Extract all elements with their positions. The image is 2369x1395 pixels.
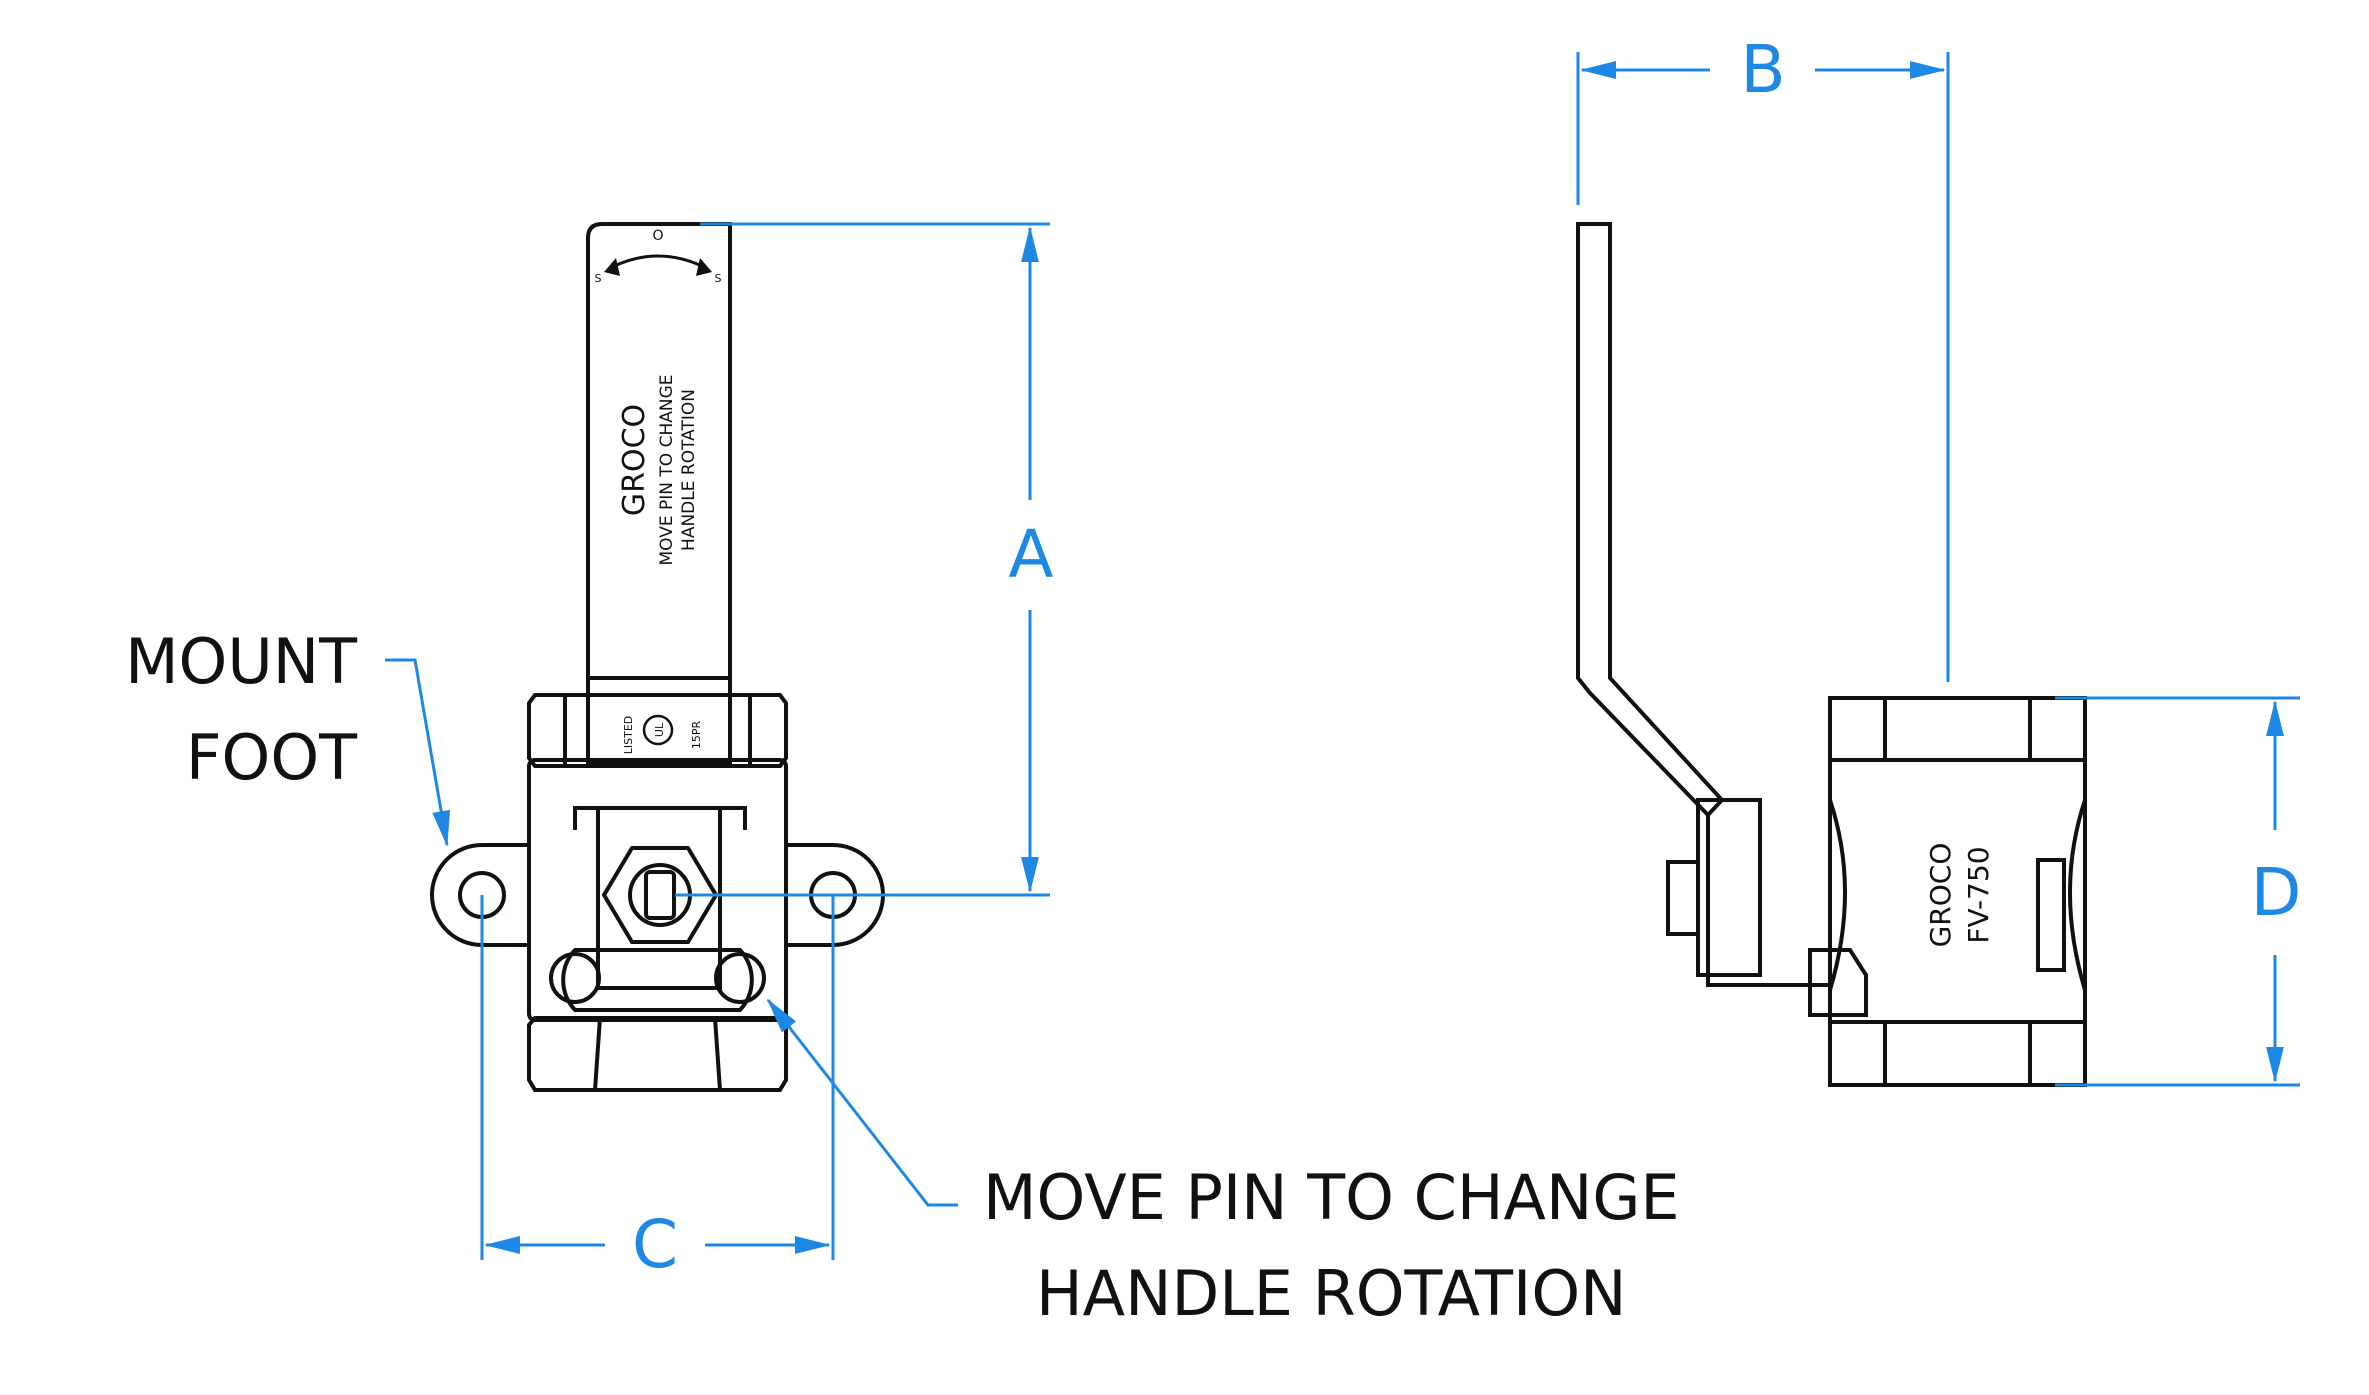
- front-view: [430, 222, 885, 1092]
- move-pin-callout: MOVE PIN TO CHANGE HANDLE ROTATION: [983, 1150, 1680, 1342]
- listing-plate-listed: LISTED: [622, 716, 635, 755]
- dimension-b-label: B: [1740, 31, 1786, 108]
- listing-plate-code: 15PR: [690, 721, 703, 750]
- side-stem-nut: [1696, 798, 1762, 977]
- side-handle: [1576, 222, 1725, 818]
- side-stem-cap: [1666, 860, 1700, 936]
- move-pin-callout-line1: MOVE PIN TO CHANGE: [983, 1161, 1680, 1234]
- listing-plate-ul: UL: [653, 722, 666, 737]
- handle-shut-mark-left: S: [595, 272, 602, 285]
- body-model: FV-750: [1962, 846, 1995, 943]
- mount-foot-leader: [385, 658, 451, 847]
- handle-instruction-line2: HANDLE ROTATION: [679, 389, 699, 551]
- side-view: [1576, 222, 2087, 1087]
- handle-shut-mark-right: S: [715, 272, 722, 285]
- mount-foot-callout-line1: MOUNT: [125, 625, 357, 698]
- dimension-a-label: A: [1008, 516, 1054, 593]
- dimension-lines: [385, 52, 2300, 1260]
- body-brand: GROCO: [1924, 843, 1957, 948]
- mount-foot-callout: MOUNT FOOT: [125, 614, 357, 806]
- front-valve-body: [527, 758, 788, 1022]
- dimension-c-label: C: [631, 1206, 679, 1283]
- move-pin-callout-line2: HANDLE ROTATION: [1036, 1257, 1627, 1330]
- move-pin-leader: [766, 998, 958, 1207]
- handle-instruction-line1: MOVE PIN TO CHANGE: [657, 375, 677, 566]
- front-handle: [586, 222, 732, 764]
- side-bracket: [1706, 815, 1830, 987]
- handle-brand: GROCO: [617, 404, 652, 516]
- side-body-lettering: GROCO FV-750: [1924, 843, 1995, 948]
- dimension-d-label: D: [2250, 854, 2302, 931]
- lower-lugs: [549, 948, 766, 1012]
- mount-foot-callout-line2: FOOT: [185, 721, 357, 794]
- stem-strap: [596, 806, 722, 990]
- front-top-nut: [527, 693, 788, 768]
- handle-open-mark: O: [652, 228, 663, 244]
- front-handle-lettering: O S S GROCO MOVE PIN TO CHANGE HANDLE RO…: [595, 228, 722, 754]
- front-bottom-nut: [527, 1016, 788, 1092]
